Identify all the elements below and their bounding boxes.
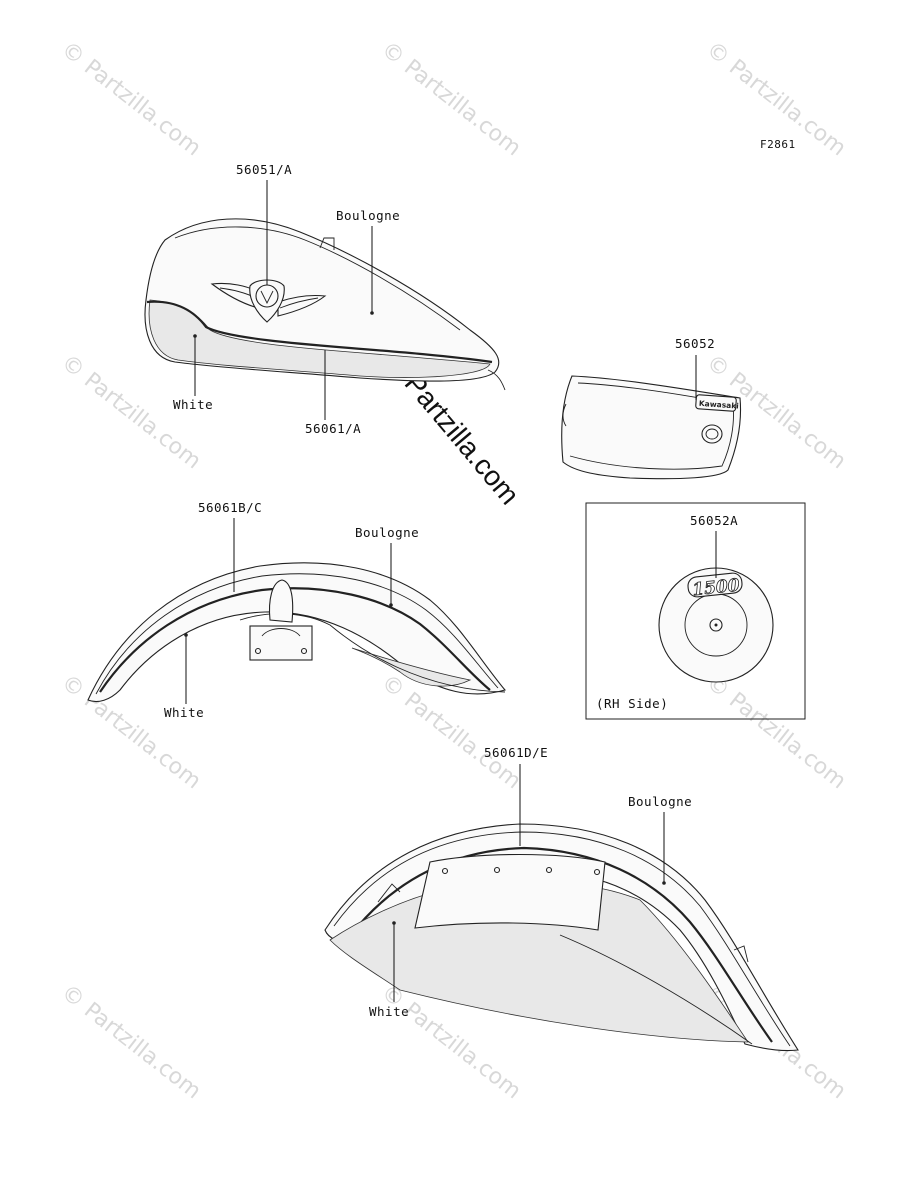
tank-wing-emblem [210,279,327,323]
rear-fender-pinstripe [349,846,773,1043]
front-fender-body [87,562,506,703]
front-fender-outer-edge [95,573,499,695]
badge-detail-box: 1500 [585,502,806,720]
label-tank-color: Boulogne [336,208,400,223]
dot-rear-fender-color [662,881,666,885]
side-cover-logo: Kawasaki [699,399,739,411]
label-tank-emblem: 56051/A [236,162,292,177]
label-front-fender-color: Boulogne [355,525,419,540]
dot-tank-white [193,334,197,338]
front-fender [87,562,506,703]
label-tank-white: White [173,397,213,412]
bracket-curve [261,628,301,637]
label-rear-fender-stripe: 56061D/E [484,745,548,760]
rear-fender-outer-edge [333,831,791,1047]
v-letter [260,290,274,305]
mount-hole-4 [593,868,601,876]
label-rear-fender-white: White [369,1004,409,1019]
label-badge-part: 56052A [690,513,738,528]
watermark-4: © Partzilla.com [56,350,205,474]
watermark-9: © Partzilla.com [56,980,205,1104]
side-cover-notch [562,403,567,427]
side-cover: Kawasaki [561,375,741,480]
tank-rear-tab [487,369,506,391]
tank-pinstripe [146,300,493,364]
label-side-cover-emblem: 56052 [675,336,715,351]
bracket-hole-left [254,647,262,655]
front-fender-bracket [249,625,313,661]
badge-frame [585,502,806,720]
rear-fender [324,823,799,1052]
label-tank-stripe: 56061/A [305,421,361,436]
watermark-6: © Partzilla.com [56,670,205,794]
side-cover-logo-plate [695,394,737,412]
tank-top-ridge [174,226,461,331]
rear-fender-mount-plate [414,853,606,931]
badge-number-text: 1500 [691,575,740,600]
label-badge-side: (RH Side) [596,696,668,711]
label-rear-fender-color: Boulogne [628,794,692,809]
dot-front-fender-color [389,603,393,607]
dot-front-fender-white [184,633,188,637]
tank-lower-panel [148,299,491,378]
dot-rear-fender-white [392,921,396,925]
mount-hole-2 [493,866,501,874]
figure-code: F2861 [760,138,796,151]
front-fender-rib [268,579,294,623]
side-cover-grommet [701,424,723,444]
wing-right-feather [279,297,319,309]
front-fender-pinstripe [99,587,491,693]
label-front-fender-white: White [164,705,204,720]
dot-tank-color [370,311,374,315]
badge-center-dot [714,623,718,627]
watermark-1: © Partzilla.com [56,37,205,161]
rear-fender-tab [377,883,401,903]
tank-cap [319,237,335,250]
mount-hole-3 [545,866,553,874]
mount-hole-1 [441,867,449,875]
rear-fender-shade-line [559,934,753,1045]
watermark-8: © Partzilla.com [701,670,850,794]
watermark-2: © Partzilla.com [376,37,525,161]
fuel-tank [144,218,506,391]
rear-fender-tail-detail [733,945,749,963]
badge-number-plate [687,572,743,598]
label-front-fender-stripe: 56061B/C [198,500,262,515]
bracket-hole-right [300,647,308,655]
side-cover-grommet-inner [705,428,719,440]
side-cover-edge [569,382,734,470]
